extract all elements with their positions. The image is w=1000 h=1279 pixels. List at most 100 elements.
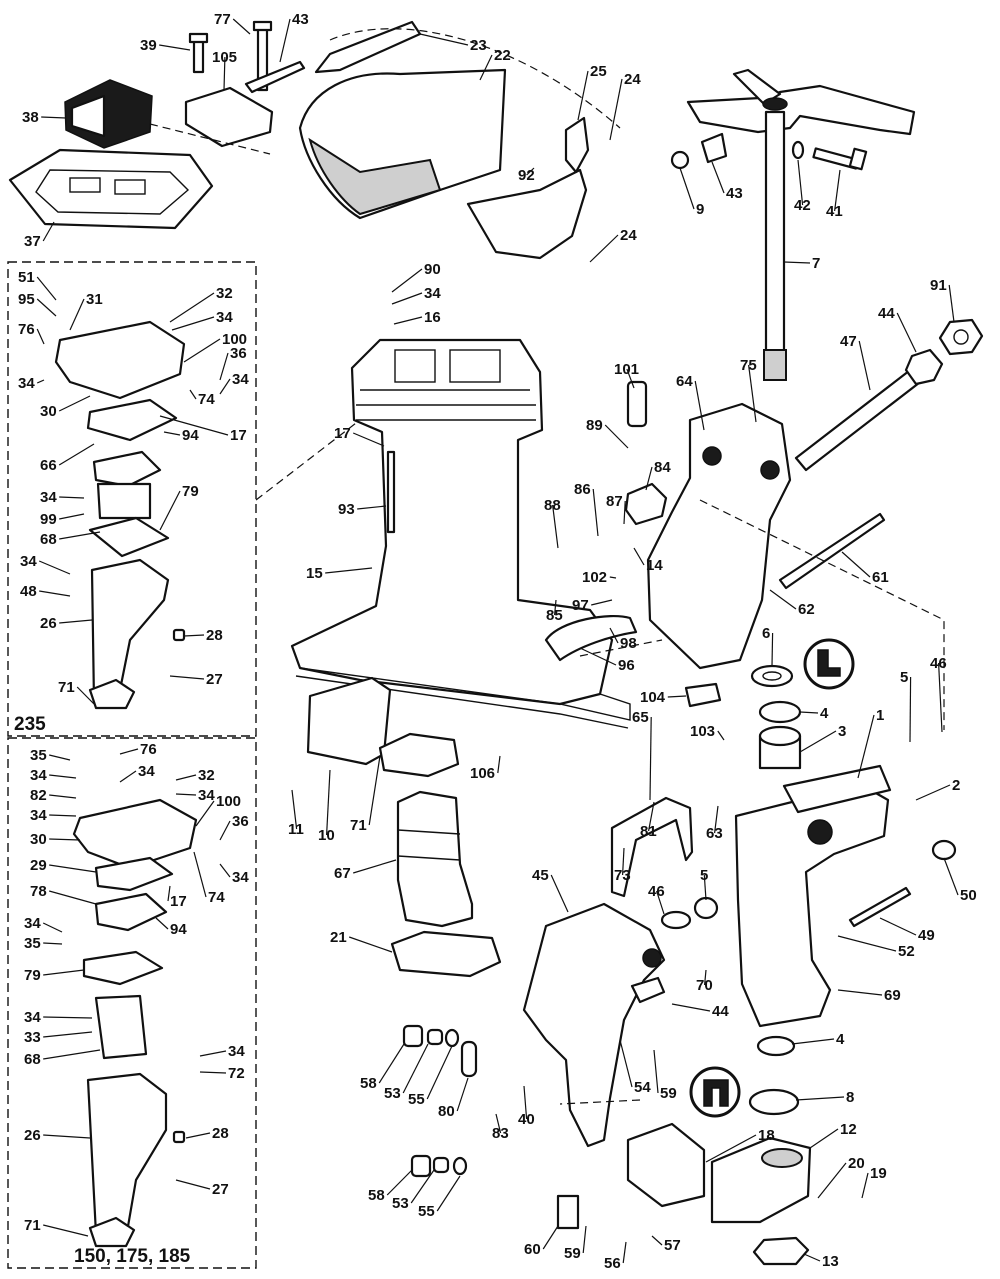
callout-label-23: 23	[470, 37, 487, 54]
callout-label-49: 49	[918, 927, 935, 944]
leader-line-36	[219, 820, 231, 841]
leader-line-95	[36, 298, 57, 317]
callout-label-53: 53	[384, 1085, 401, 1102]
leader-line-66	[58, 443, 95, 466]
callout-label-15: 15	[306, 565, 323, 582]
callout-label-86: 86	[574, 481, 591, 498]
callout-label-22: 22	[494, 47, 511, 64]
leader-line-5	[909, 676, 912, 743]
leader-line-24	[609, 78, 623, 141]
leader-line-97	[591, 599, 613, 606]
callout-label-12: 12	[840, 1121, 857, 1138]
callout-label-50: 50	[960, 887, 977, 904]
leader-line-71	[43, 1224, 89, 1237]
callout-label-34: 34	[24, 1009, 41, 1026]
callout-label-28: 28	[212, 1125, 229, 1142]
leader-line-40	[523, 1085, 528, 1120]
leader-line-12	[809, 1128, 839, 1149]
leader-line-35	[49, 754, 71, 761]
callout-label-24: 24	[624, 71, 641, 88]
leader-line-76	[119, 748, 139, 755]
leader-line-59	[653, 1049, 659, 1094]
leader-line-4	[791, 1038, 835, 1045]
callout-label-34: 34	[232, 371, 249, 388]
stern-bracket-lower	[522, 902, 666, 1148]
callout-label-89: 89	[586, 417, 603, 434]
callout-label-93: 93	[338, 501, 355, 518]
callout-label-27: 27	[212, 1181, 229, 1198]
leader-line-86	[592, 488, 599, 537]
callout-label-36: 36	[230, 345, 247, 362]
callout-label-106: 106	[470, 765, 495, 782]
callout-label-76: 76	[140, 741, 157, 758]
leader-line-85	[554, 599, 557, 616]
steering-hardware	[670, 132, 868, 171]
leader-line-32	[175, 774, 197, 781]
callout-label-13: 13	[822, 1253, 839, 1270]
leader-line-105	[223, 56, 226, 91]
callout-label-34: 34	[18, 375, 35, 392]
callout-label-70: 70	[696, 977, 713, 994]
callout-label-68: 68	[24, 1051, 41, 1068]
callout-label-78: 78	[30, 883, 47, 900]
exhaust-tube-assembly	[378, 732, 502, 978]
leader-line-41	[834, 169, 841, 212]
callout-label-4: 4	[836, 1031, 845, 1048]
leader-line-26	[59, 619, 93, 624]
leader-line-53	[410, 1169, 435, 1204]
leader-line-100	[195, 800, 215, 827]
callout-label-69: 69	[884, 987, 901, 1004]
leader-line-8	[795, 1096, 845, 1101]
kit-box-235	[7, 261, 257, 737]
exhaust-cover-plate	[306, 676, 392, 766]
leader-line-78	[49, 890, 97, 905]
callout-label-79: 79	[24, 967, 41, 984]
callout-label-103: 103	[690, 723, 715, 740]
callout-label-9: 9	[696, 201, 704, 218]
leader-line-47	[858, 340, 871, 391]
callout-label-34: 34	[216, 309, 233, 326]
clamp-block	[626, 1122, 706, 1208]
leader-line-73	[622, 847, 625, 876]
leader-line-43	[279, 18, 291, 63]
callout-label-88: 88	[544, 497, 561, 514]
leader-line-92	[526, 167, 535, 176]
leader-line-55	[426, 1045, 453, 1100]
callout-label-34: 34	[30, 807, 47, 824]
mounting-bracket-plate	[184, 86, 274, 148]
leader-line-34	[36, 379, 45, 384]
callout-label-94: 94	[170, 921, 187, 938]
leader-line-62	[769, 589, 797, 610]
kit-box-150-175-185	[7, 737, 257, 1269]
callout-label-8: 8	[846, 1089, 854, 1106]
callout-label-33: 33	[24, 1029, 41, 1046]
seal-symbol-icon	[803, 638, 855, 690]
callout-label-43: 43	[726, 185, 743, 202]
leader-line-81	[648, 801, 655, 832]
callout-label-73: 73	[614, 867, 631, 884]
callout-label-96: 96	[618, 657, 635, 674]
callout-label-20: 20	[848, 1155, 865, 1172]
leader-line-80	[456, 1077, 469, 1112]
leader-line-34	[219, 378, 231, 395]
callout-label-104: 104	[640, 689, 666, 706]
leader-line-27	[169, 675, 205, 680]
callout-label-34: 34	[20, 553, 37, 570]
steering-arm	[686, 68, 916, 381]
leader-line-69	[837, 989, 883, 996]
callout-label-34: 34	[198, 787, 215, 804]
callout-label-46: 46	[930, 655, 947, 672]
leader-line-52	[837, 935, 897, 952]
lower-cowl-cover	[466, 116, 590, 260]
leader-line-48	[39, 590, 71, 597]
callout-label-83: 83	[492, 1125, 509, 1142]
leader-line-29	[49, 864, 97, 873]
dash-link-1	[149, 123, 271, 155]
callout-label-92: 92	[518, 167, 535, 184]
small-fittings	[402, 1024, 580, 1230]
leader-line-104	[667, 695, 687, 698]
callout-label-80: 80	[438, 1103, 455, 1120]
callout-label-61: 61	[872, 569, 889, 586]
leader-line-57	[651, 1235, 663, 1246]
leader-line-58	[386, 1169, 413, 1196]
